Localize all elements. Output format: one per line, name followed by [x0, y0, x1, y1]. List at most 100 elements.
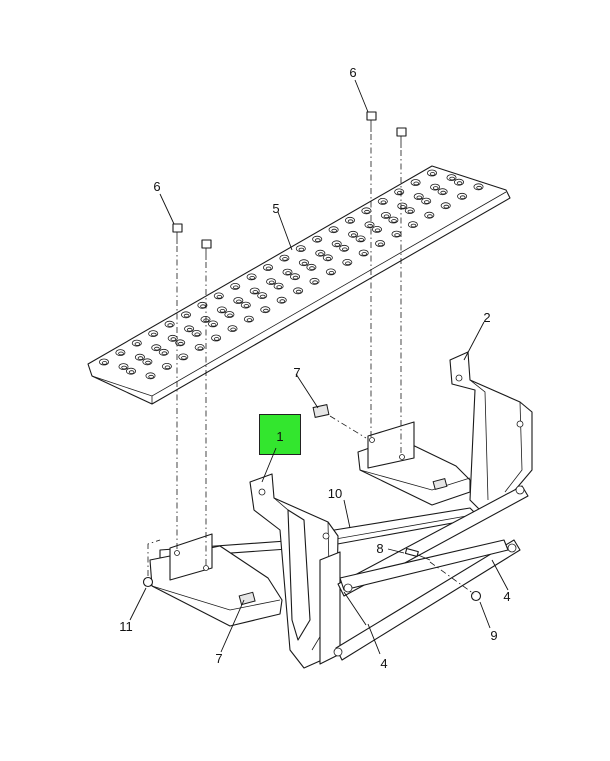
callout-5: 5 — [272, 201, 279, 216]
tread-hole-inner — [145, 360, 151, 365]
tread-hole — [377, 197, 388, 205]
tread-hole-inner — [200, 304, 206, 309]
tread-hole-inner — [282, 257, 288, 261]
tread-hole-inner — [377, 242, 384, 247]
tread-hole-inner — [295, 289, 302, 294]
tread-hole — [413, 193, 424, 200]
tread-hole — [233, 297, 244, 304]
tread-hole — [421, 197, 432, 205]
tread-hole — [178, 353, 189, 361]
tread-hole — [197, 301, 208, 309]
tread-hole — [276, 296, 287, 304]
tread-hole-inner — [167, 323, 174, 327]
tread-hole — [322, 254, 333, 262]
tread-hole — [161, 362, 172, 370]
tread-hole-inner — [128, 370, 135, 374]
tread-hole — [211, 334, 222, 342]
tread-hole-inner — [358, 238, 365, 242]
tread-hole-inner — [328, 270, 335, 275]
callout-9: 9 — [490, 628, 497, 643]
tread-hole-inner — [121, 365, 127, 370]
tread-hole-inner — [391, 219, 397, 223]
tread-hole-inner — [432, 186, 439, 190]
tread-hole-inner — [459, 195, 466, 200]
tread-hole — [298, 259, 309, 267]
tread-hole-inner — [374, 228, 381, 233]
tread-hole-inner — [400, 205, 406, 209]
tread-hole-inner — [410, 223, 417, 228]
tread-hole — [404, 207, 415, 215]
tread-hole — [430, 183, 441, 191]
tread-hole — [207, 320, 218, 328]
callout-8: 8 — [376, 541, 383, 556]
tread-hole-inner — [314, 238, 321, 242]
tread-hole-inner — [407, 209, 414, 214]
diagonal-braces — [333, 485, 529, 661]
tread-hole-inner — [476, 185, 482, 190]
tread-hole-inner — [236, 299, 242, 304]
tread-hole-inner — [230, 327, 236, 332]
tread-hole-inner — [170, 337, 177, 341]
tread-hole — [134, 353, 145, 361]
tread-hole-inner — [252, 290, 259, 294]
tread-hole — [99, 358, 110, 366]
tread-hole — [344, 216, 355, 224]
tread-hole — [246, 273, 257, 281]
bolt-left-a — [172, 223, 183, 244]
tread-hole-inner — [118, 351, 124, 356]
tread-hole-inner — [268, 280, 275, 285]
tread-hole-inner — [243, 304, 250, 308]
tread-hole-inner — [309, 266, 315, 270]
tread-hole — [282, 268, 293, 276]
tread-hole — [295, 245, 306, 253]
tread-hole — [426, 169, 437, 177]
right-step-bracket — [357, 351, 533, 511]
nut-11 — [142, 576, 154, 588]
tread-hole — [309, 277, 320, 285]
tread-hole — [473, 183, 484, 191]
tread-hole-inner — [101, 361, 108, 365]
tread-hole-inner — [301, 261, 308, 266]
bolt-right-b — [396, 127, 407, 148]
tread-hole — [355, 235, 366, 243]
tread-hole — [410, 179, 421, 186]
tread-hole — [145, 372, 156, 380]
tread-hole — [184, 325, 195, 333]
tread-hole — [358, 249, 369, 257]
tread-hole — [457, 192, 468, 200]
assembly-centerlines — [147, 134, 475, 595]
tread-hole-inner — [347, 219, 354, 224]
tread-hole-inner — [341, 247, 348, 252]
tread-hole — [216, 306, 227, 314]
tread-hole — [348, 230, 359, 238]
callout-11: 11 — [119, 619, 133, 634]
tread-hole-inner — [134, 342, 141, 346]
tread-hole-inner — [331, 228, 338, 233]
tread-hole — [312, 235, 323, 243]
tread-hole — [331, 240, 342, 248]
tread-hole-inner — [285, 271, 291, 275]
callout-7-lower: 7 — [215, 651, 222, 666]
callout-4-right: 4 — [503, 589, 510, 604]
tread-hole-inner — [216, 294, 223, 299]
tread-hole-inner — [219, 308, 226, 313]
callout-7-upper: 7 — [293, 365, 300, 380]
fasteners — [142, 111, 482, 602]
tread-hole — [191, 329, 202, 337]
tread-hole-inner — [361, 252, 368, 256]
tread-hole-inner — [345, 261, 351, 266]
tread-hole — [118, 363, 129, 371]
tread-hole — [151, 344, 162, 352]
tread-hole-inner — [161, 351, 168, 356]
tread-hole — [394, 188, 405, 196]
callout-4-bottom: 4 — [380, 656, 387, 671]
highlight-box-part-1[interactable] — [259, 414, 301, 455]
callout-1: 1 — [276, 429, 283, 444]
tread-hole-inner — [164, 365, 171, 370]
tread-hole — [213, 292, 224, 300]
tread-hole-inner — [449, 176, 455, 181]
callout-2: 2 — [483, 310, 490, 325]
tread-hole-inner — [443, 204, 450, 209]
tread-hole — [230, 282, 241, 290]
